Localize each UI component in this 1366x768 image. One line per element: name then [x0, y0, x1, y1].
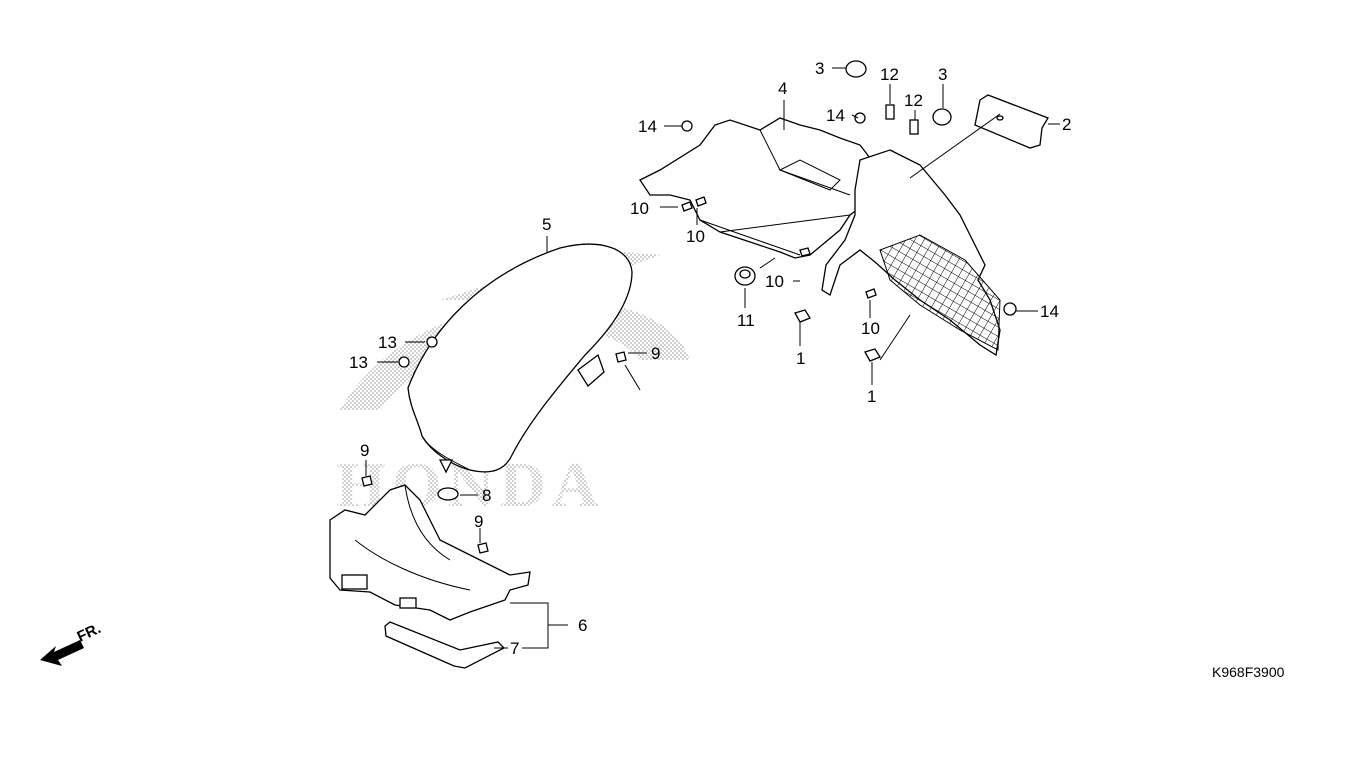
callout-9a: 9	[651, 344, 660, 363]
diagram-code: K968F3900	[1212, 664, 1285, 680]
callout-12b: 12	[904, 91, 923, 110]
callout-10c: 10	[765, 272, 784, 291]
callout-14b: 14	[826, 106, 845, 125]
part-inner-fender	[329, 484, 531, 621]
callout-8: 8	[482, 486, 491, 505]
callout-14a: 14	[638, 117, 657, 136]
part-strip	[384, 621, 506, 669]
callout-7: 7	[510, 639, 519, 658]
callout-10a: 10	[630, 199, 649, 218]
callout-10b: 10	[686, 227, 705, 246]
part-reflector	[974, 94, 1049, 149]
callout-4: 4	[778, 79, 787, 98]
small-parts	[361, 60, 1017, 554]
callout-9c: 9	[474, 512, 483, 531]
part-rear-mudguard	[821, 149, 1001, 357]
callout-13b: 13	[349, 353, 368, 372]
callout-5: 5	[542, 215, 551, 234]
leader-lines	[365, 67, 1060, 649]
callout-labels: 1 1 2 3 3 4 5 6 7 8 9 9 9 10 10 10 10 11…	[349, 59, 1071, 658]
callout-3b: 3	[938, 65, 947, 84]
callout-6: 6	[578, 616, 587, 635]
callout-10d: 10	[861, 319, 880, 338]
callout-1a: 1	[796, 349, 805, 368]
callout-12a: 12	[880, 65, 899, 84]
part-fender-bracket	[639, 117, 886, 259]
callout-11: 11	[737, 311, 755, 330]
callout-9b: 9	[360, 441, 369, 460]
callout-13a: 13	[378, 333, 397, 352]
front-direction-arrow: FR.	[40, 620, 104, 666]
front-arrow-label: FR.	[75, 620, 104, 646]
callout-14c: 14	[1040, 302, 1059, 321]
part-rear-fender	[407, 243, 633, 474]
callout-1b: 1	[867, 387, 876, 406]
callout-3a: 3	[815, 59, 824, 78]
callout-2: 2	[1062, 115, 1071, 134]
